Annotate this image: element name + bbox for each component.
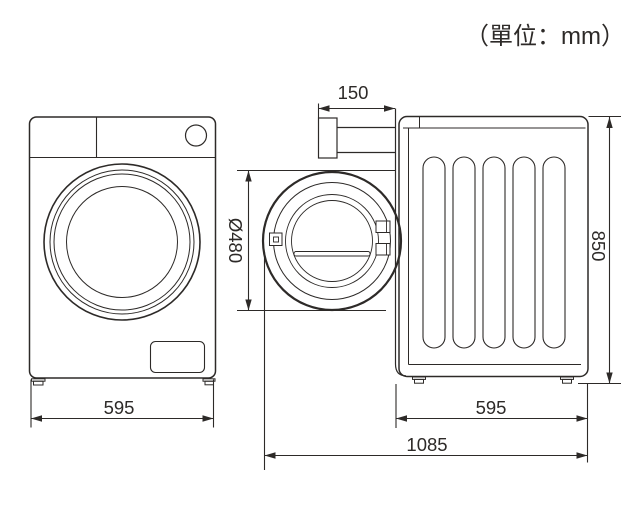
service-hatch [149, 340, 206, 374]
dimension-door-protrusion: 150 [317, 82, 395, 118]
dimension-door-diameter: Ø480 [225, 169, 396, 312]
door-protrusion-tube [337, 126, 396, 154]
door-hinge-detail [269, 232, 283, 246]
side-view-drawing [261, 108, 589, 384]
door-edge-cap [317, 117, 338, 159]
body-depth-label: 595 [476, 397, 507, 418]
side-panel-ribs [422, 156, 566, 349]
height-label: 850 [588, 231, 609, 262]
total-depth-label: 1085 [406, 434, 447, 455]
front-view-drawing [28, 116, 217, 386]
side-feet [412, 376, 574, 384]
dimension-body-depth: 595 [395, 383, 589, 463]
door-diameter-label: Ø480 [225, 218, 246, 263]
front-body-outline [28, 116, 217, 379]
open-door-icon [261, 170, 403, 312]
door-glass-ledge [293, 251, 371, 257]
dimension-front-width: 595 [30, 379, 215, 428]
dimension-total-depth: 1085 [263, 252, 588, 470]
front-door-icon [43, 163, 201, 321]
door-protrusion-label: 150 [338, 82, 369, 103]
front-width-label: 595 [104, 397, 135, 418]
side-body-outline [398, 115, 589, 378]
control-knob-icon [184, 124, 208, 147]
door-latch-tabs [375, 220, 391, 256]
dimension-height: 850 [578, 115, 621, 385]
unit-note: （單位：mm） [465, 23, 625, 50]
front-feet [31, 378, 216, 386]
side-body-inner-lines [403, 117, 586, 365]
